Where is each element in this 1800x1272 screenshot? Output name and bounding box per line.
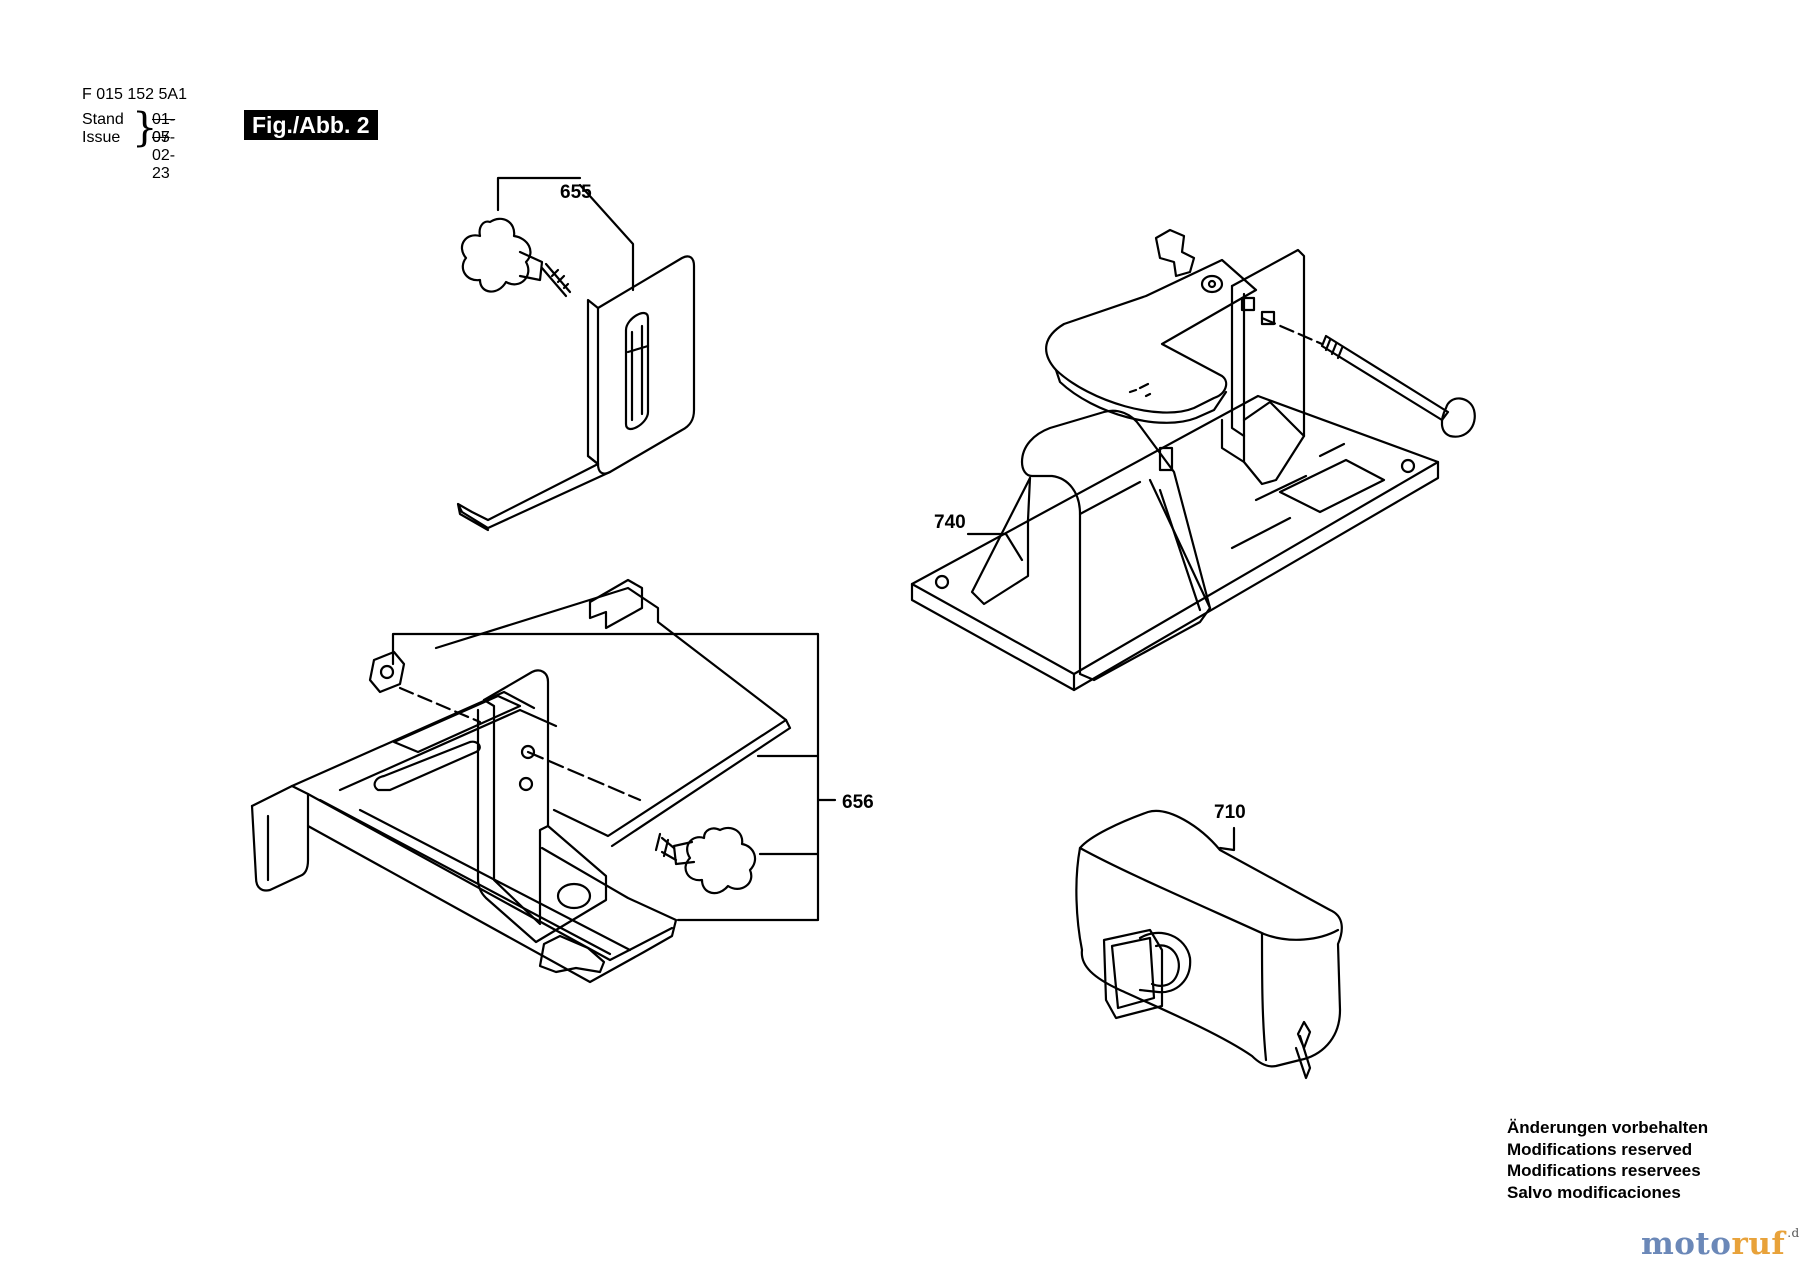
part-656-group — [252, 580, 835, 982]
document-code: F 015 152 5A1 — [82, 86, 187, 103]
part-740-housing-tab — [1160, 448, 1172, 470]
part-740-upright-square-1 — [1242, 298, 1254, 310]
callout-710: 710 — [1214, 802, 1246, 823]
note-en: Modifications reserved — [1507, 1139, 1693, 1159]
part-740-upright-gusset — [1222, 402, 1304, 462]
part-656-axis-line-1 — [400, 688, 480, 722]
part-656-fence-top — [612, 720, 790, 846]
part-656-thread — [656, 834, 676, 860]
part-740-washer-hole — [1209, 281, 1215, 287]
part-740-base-top-edge — [912, 462, 1438, 690]
part-740-group — [912, 230, 1475, 690]
brand-part-2: ruf — [1731, 1226, 1786, 1262]
stand-date: 01-07 — [152, 111, 176, 146]
part-656-leader — [393, 634, 835, 920]
part-656-angle-plate — [478, 670, 606, 942]
part-710-leader — [1220, 828, 1234, 850]
brand-logo: motoruf.de — [1641, 1226, 1800, 1262]
part-655-star-knob — [462, 219, 531, 292]
part-740-base-slot-1 — [1232, 518, 1290, 548]
part-655-plate-side — [588, 300, 598, 464]
part-656-rail-top — [292, 692, 672, 960]
part-740-wing-nut — [1156, 230, 1194, 276]
brand-part-1: moto — [1641, 1226, 1732, 1262]
part-710-group — [1076, 811, 1341, 1078]
part-655-group — [458, 178, 694, 530]
part-655-foot — [458, 464, 610, 530]
part-710-nozzle-square-inner — [1112, 938, 1154, 1008]
part-710-nozzle-square — [1104, 930, 1162, 1018]
part-710-bag-body — [1076, 811, 1341, 1066]
part-655-slot-inner — [632, 326, 642, 420]
part-656-axis-line-2 — [528, 752, 640, 800]
part-740-housing-side — [972, 478, 1210, 608]
part-710-zip-pull — [1296, 1022, 1310, 1078]
modification-notes: Änderungen vorbehalten Modifications res… — [1507, 1117, 1708, 1203]
part-655-leader — [498, 178, 633, 290]
part-656-hex-nut — [370, 652, 404, 692]
note-es: Salvo modificaciones — [1507, 1182, 1681, 1202]
part-740-upright-left — [1232, 286, 1244, 436]
part-740-bolt-axis — [1262, 318, 1322, 344]
part-710-bag-front-seam — [1262, 934, 1266, 1060]
part-656-fence-lip — [590, 580, 642, 628]
part-740-washer — [1202, 276, 1222, 292]
part-656-clamp-knob — [540, 936, 604, 972]
part-656-fence-plate — [436, 588, 786, 836]
part-655-foot-edge — [588, 456, 598, 464]
part-656-plate-boss — [558, 884, 590, 908]
part-655-slot-mark — [628, 346, 648, 352]
part-740-corner-hole-2 — [1402, 460, 1414, 472]
part-740-base-slot-3 — [1320, 444, 1344, 456]
part-656-star-knob — [686, 828, 756, 893]
part-655-thread — [542, 264, 570, 296]
part-740-bolt-shank — [1322, 336, 1448, 420]
callout-656: 656 — [842, 792, 874, 813]
part-740-bolt-head — [1442, 398, 1475, 436]
part-740-base-window — [1280, 460, 1384, 512]
part-740-base-slot-2 — [1256, 476, 1306, 500]
part-740-table-edge — [1056, 370, 1226, 423]
brand-suffix: .de — [1787, 1226, 1800, 1240]
part-740-table-holes — [1130, 384, 1150, 396]
part-740-upright — [1232, 250, 1304, 484]
part-740-table-plate — [1046, 260, 1256, 413]
part-710-nozzle-ring-inner — [1152, 945, 1179, 985]
issue-date: 05-02-23 — [152, 129, 176, 182]
part-740-housing-right — [1160, 490, 1200, 610]
part-710-nozzle-ring — [1140, 933, 1190, 992]
callout-740: 740 — [934, 512, 966, 533]
stand-label: Stand — [82, 111, 124, 128]
part-656-plate-hole-1 — [522, 746, 534, 758]
part-740-base-plate — [912, 396, 1438, 690]
part-656-angle-plate-edge — [484, 700, 548, 924]
figure-label: Fig./Abb. 2 — [244, 110, 378, 140]
part-656-plate-hole-2 — [520, 778, 532, 790]
part-710-bag-top-seam — [1080, 848, 1338, 940]
part-740-housing — [1022, 411, 1210, 680]
part-655-knob-boss — [520, 252, 542, 280]
part-656-nut-hole — [381, 666, 393, 678]
part-656-base-rail — [252, 806, 676, 982]
part-740-corner-hole-1 — [936, 576, 948, 588]
issue-label: Issue — [82, 129, 121, 146]
part-740-housing-front — [1022, 462, 1140, 520]
callout-655: 655 — [560, 182, 592, 203]
part-655-plate — [598, 256, 694, 473]
part-656-rail-slot — [394, 696, 520, 752]
part-656-knob-boss — [674, 842, 694, 864]
note-fr: Modifications reservees — [1507, 1161, 1701, 1180]
header-brace: } — [132, 105, 158, 151]
part-656-end-block — [252, 786, 308, 880]
note-de: Änderungen vorbehalten — [1507, 1118, 1709, 1137]
part-655-slot — [626, 313, 648, 429]
